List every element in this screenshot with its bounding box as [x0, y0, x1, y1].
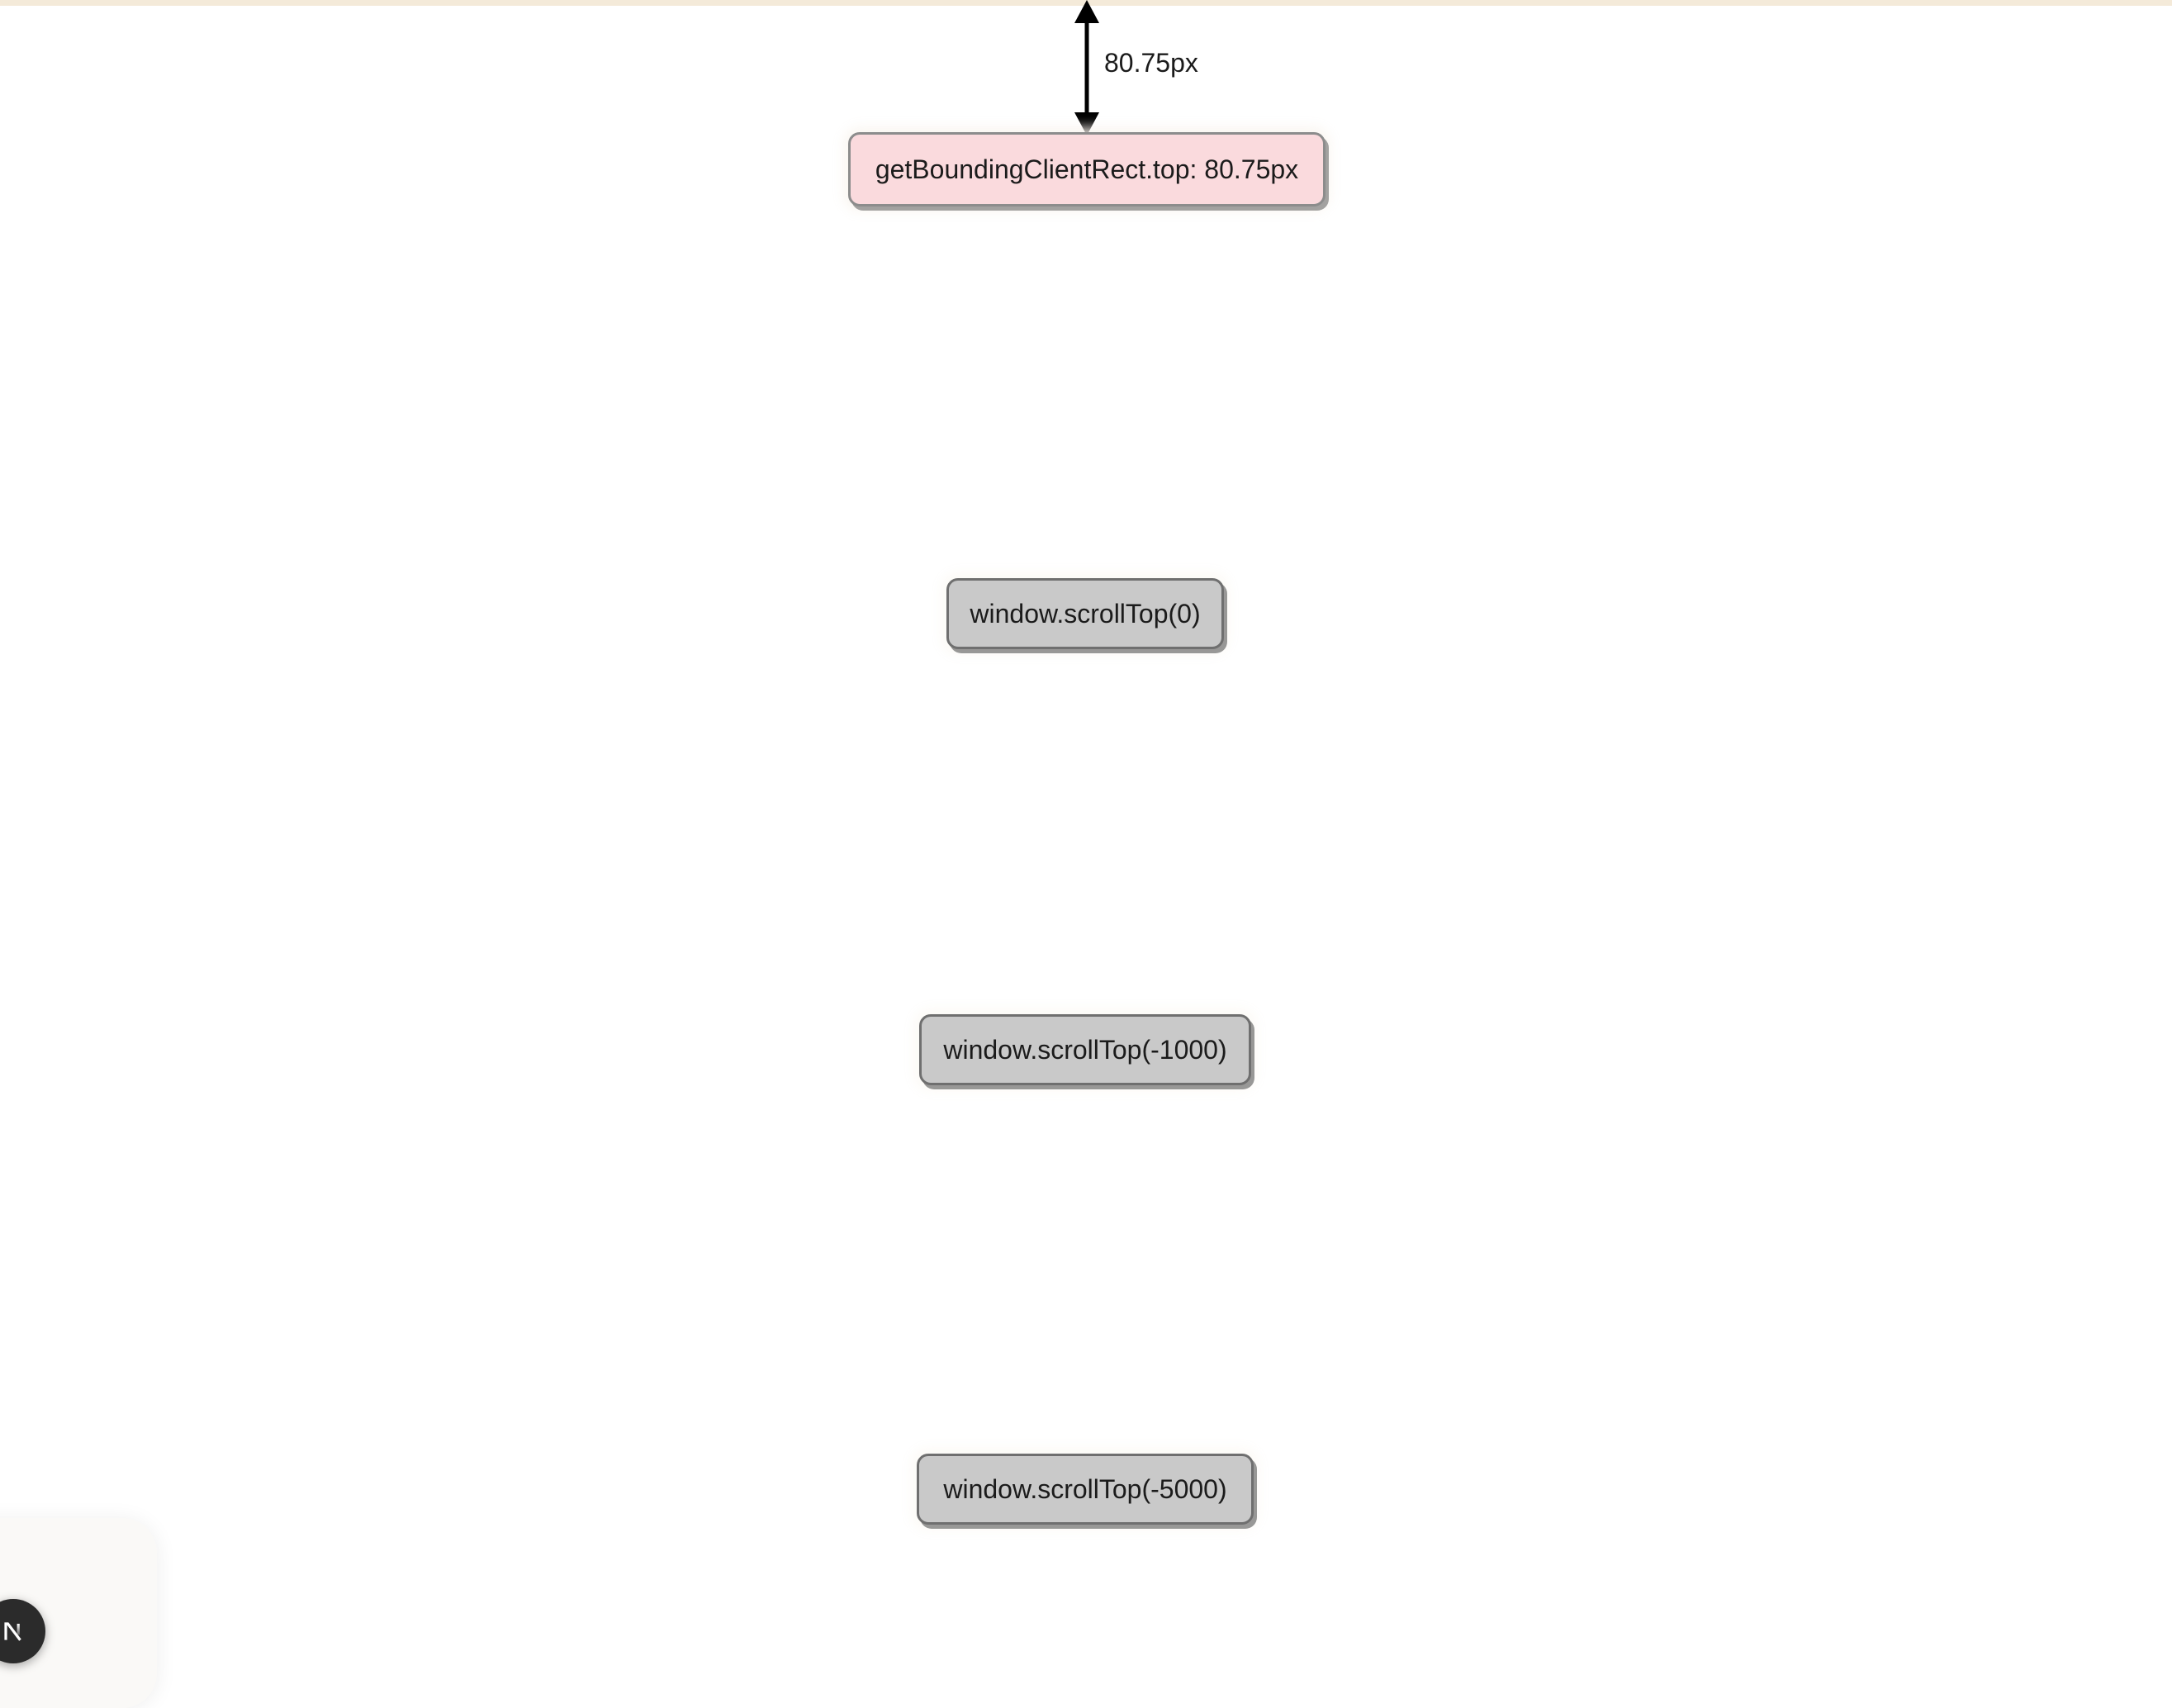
dev-indicator-panel — [0, 1518, 157, 1708]
scroll-top-minus-1000-label: window.scrollTop(-1000) — [943, 1035, 1227, 1065]
scroll-top-minus-5000-label: window.scrollTop(-5000) — [943, 1474, 1227, 1504]
bounding-rect-node: getBoundingClientRect.top: 80.75px — [848, 132, 1325, 206]
nextjs-logo-icon — [0, 1614, 31, 1649]
bounding-rect-node-label: getBoundingClientRect.top: 80.75px — [875, 154, 1299, 184]
scroll-top-0-label: window.scrollTop(0) — [970, 599, 1201, 629]
nextjs-dev-indicator-button[interactable] — [0, 1599, 45, 1663]
scroll-top-0-button[interactable]: window.scrollTop(0) — [946, 578, 1224, 649]
scroll-top-minus-5000-button[interactable]: window.scrollTop(-5000) — [917, 1454, 1254, 1525]
measurement-arrow — [1066, 0, 1107, 135]
scroll-top-minus-1000-button[interactable]: window.scrollTop(-1000) — [919, 1014, 1251, 1085]
measurement-label: 80.75px — [1104, 48, 1198, 78]
